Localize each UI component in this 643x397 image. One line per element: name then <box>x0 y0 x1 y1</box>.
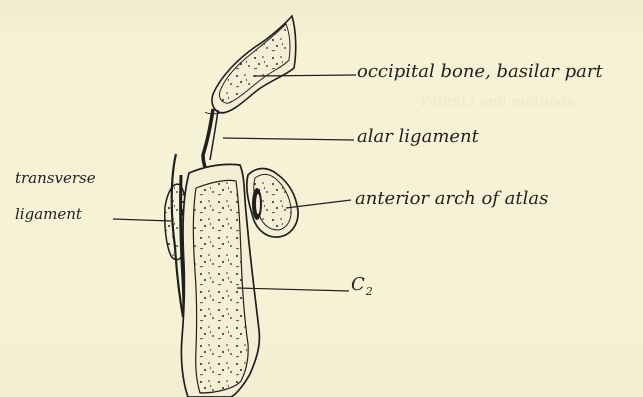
alar-ligament-label: alar ligament <box>357 128 479 146</box>
anterior-arch-label: anterior arch of atlas <box>355 190 548 208</box>
c2-subscript: 2 <box>366 285 373 298</box>
c2-main: C <box>351 274 365 295</box>
alar-ligament <box>203 109 218 172</box>
occipital-bone-label: occipital bone, basilar part <box>357 63 603 81</box>
occipital-bone <box>205 16 296 114</box>
transverse-label-line1: transverse <box>15 171 96 186</box>
anterior-arch-of-atlas <box>247 168 298 237</box>
c2-label: C2 <box>351 276 373 297</box>
transverse-label-line2: ligament <box>15 207 82 222</box>
